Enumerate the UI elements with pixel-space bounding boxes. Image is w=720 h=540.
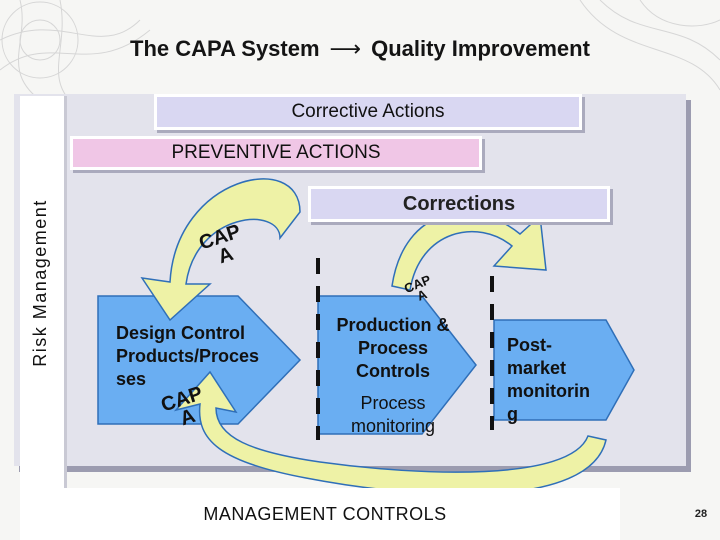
stage-postmarket-line: Post- [507, 335, 552, 355]
curved-arrow-icon-top-right [391, 212, 547, 291]
title-left: The CAPA System [130, 36, 320, 61]
stage-design-line: Design Control [116, 323, 245, 343]
corrections-box: Corrections [308, 186, 610, 222]
stage-postmarket-line: market [507, 358, 567, 378]
title-right: Quality Improvement [371, 36, 590, 61]
stage-production-line: Controls [356, 361, 430, 381]
stage-design-line: ses [116, 369, 147, 389]
stage-monitoring-label: Process monitoring [318, 392, 468, 438]
stage-production-line: Process [357, 338, 429, 358]
stage-production-label: Production & Process Controls [318, 314, 468, 383]
design-chevron-icon [97, 295, 302, 425]
corrective-actions-box: Corrective Actions [154, 94, 582, 130]
management-controls-label: MANAGEMENT CONTROLS [203, 504, 447, 524]
page-number: 28 [694, 508, 708, 520]
management-controls-panel [60, 488, 620, 540]
preventive-actions-box: PREVENTIVE ACTIONS [70, 136, 482, 170]
right-arrow-icon: ⟶ [329, 36, 362, 61]
curved-arrow-icon-top-left [140, 178, 301, 322]
page-title: The CAPA System ⟶ Quality Improvement [40, 36, 680, 62]
stage-production-line: Production & [336, 315, 450, 335]
stage-postmarket-label: Post- market monitorin g [507, 334, 607, 426]
stage-design-label: Design Control Products/Proces ses [116, 322, 296, 391]
risk-management-bar [20, 96, 64, 540]
stage-postmarket-line: g [507, 404, 518, 424]
stage-postmarket-line: monitorin [507, 381, 590, 401]
stage-design-line: Products/Proces [116, 346, 260, 366]
stage-monitoring-line: Process [360, 393, 426, 413]
stage-monitoring-line: monitoring [350, 416, 436, 436]
